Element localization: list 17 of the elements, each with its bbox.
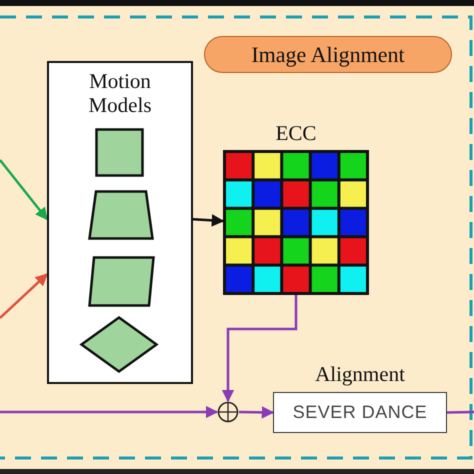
grid-heading: ECC [274, 121, 318, 146]
sample-text: SEVER DANCE [292, 402, 428, 423]
motion-models-panel [47, 61, 193, 384]
box-heading: Alignment [314, 362, 406, 387]
diamond-shape [80, 316, 158, 373]
title-pill: Image Alignment [204, 36, 452, 73]
box-shape [95, 128, 144, 177]
panel-heading: Motion Models [88, 69, 152, 118]
parallelogram-shape [88, 256, 155, 307]
arrow [0, 159, 48, 220]
arrow [192, 214, 224, 227]
trapezoid-shape [88, 190, 154, 240]
arrow [238, 406, 274, 419]
arrow [0, 273, 48, 319]
sum-junction-symbol [217, 401, 239, 423]
arrow [0, 406, 218, 418]
arrow [222, 295, 298, 402]
